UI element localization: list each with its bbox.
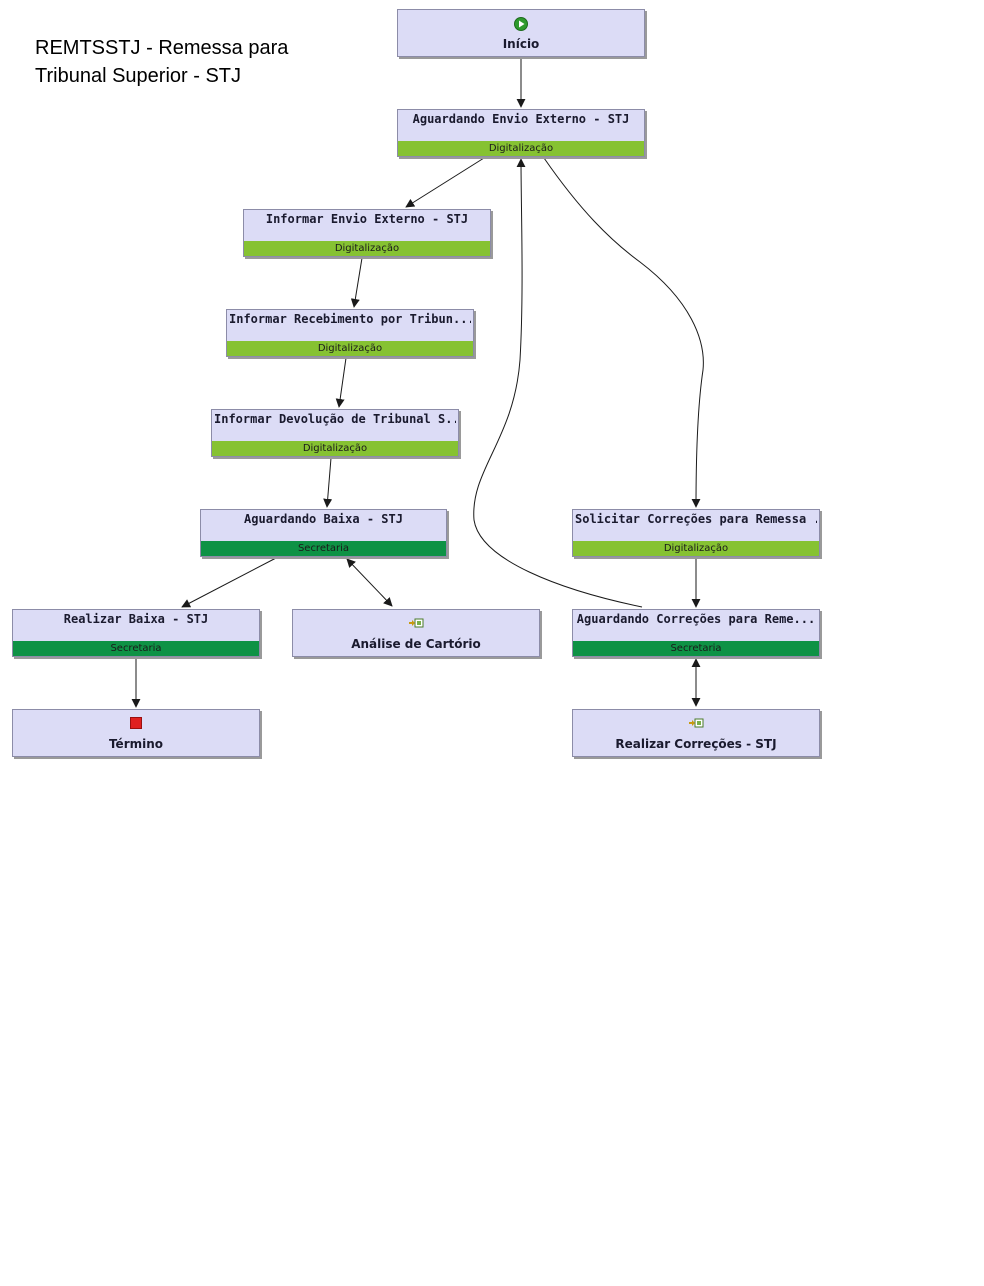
node-realizar-baixa-label: Realizar Baixa - STJ (63, 612, 209, 626)
node-analise-cartorio[interactable]: Análise de Cartório (292, 609, 540, 657)
lane-digitalizacao-band: Digitalização (573, 541, 819, 556)
lane-digitalizacao-band: Digitalização (244, 241, 490, 256)
node-aguardando-baixa-label: Aguardando Baixa - STJ (244, 512, 403, 526)
node-informar-envio-externo-label: Informar Envio Externo - STJ (265, 212, 469, 226)
lane-secretaria-band: Secretaria (13, 641, 259, 656)
play-icon (514, 17, 528, 31)
node-termino-label: Término (108, 737, 164, 751)
node-analise-cartorio-label: Análise de Cartório (351, 637, 481, 651)
diagram-title-line-2: Tribunal Superior - STJ (35, 65, 241, 87)
node-termino[interactable]: Término (12, 709, 260, 757)
lane-secretaria-band: Secretaria (573, 641, 819, 656)
edge-informar-envio-to-informar-recebimento (350, 257, 363, 308)
node-informar-devolucao[interactable]: Informar Devolução de Tribunal S... Digi… (211, 409, 459, 457)
node-inicio[interactable]: Início (397, 9, 645, 57)
node-aguardando-envio-externo-label: Aguardando Envio Externo - STJ (412, 112, 630, 126)
edge-aguardando-baixa-to-realizar-baixa (181, 557, 277, 608)
edge-aguardando-baixa-analise-cartorio (346, 558, 393, 607)
subprocess-icon (689, 718, 704, 728)
node-solicitar-correcoes-label: Solicitar Correções para Remessa ... (575, 512, 817, 526)
node-inicio-label: Início (502, 37, 540, 51)
node-aguardando-correcoes-label: Aguardando Correções para Reme... (576, 612, 816, 626)
lane-digitalizacao-band: Digitalização (212, 441, 458, 456)
subprocess-icon (409, 618, 424, 628)
edge-aguardando-correcoes-to-aguardando-envio (473, 158, 643, 608)
diagram-title: REMTSSTJ - Remessa para Tribunal Superio… (35, 34, 335, 90)
node-informar-devolucao-label: Informar Devolução de Tribunal S... (214, 412, 456, 426)
node-aguardando-correcoes[interactable]: Aguardando Correções para Reme... Secret… (572, 609, 820, 657)
stop-icon (130, 717, 142, 729)
edge-aguardando-envio-to-informar-envio (405, 157, 485, 208)
node-realizar-correcoes-label: Realizar Correções - STJ (615, 737, 777, 751)
edge-informar-recebimento-to-informar-devolucao (335, 357, 347, 408)
lane-secretaria-band: Secretaria (201, 541, 446, 556)
node-realizar-correcoes[interactable]: Realizar Correções - STJ (572, 709, 820, 757)
node-aguardando-baixa[interactable]: Aguardando Baixa - STJ Secretaria (200, 509, 447, 557)
node-aguardando-envio-externo[interactable]: Aguardando Envio Externo - STJ Digitaliz… (397, 109, 645, 157)
diagram-title-line-1: REMTSSTJ - Remessa para (35, 37, 289, 59)
node-realizar-baixa[interactable]: Realizar Baixa - STJ Secretaria (12, 609, 260, 657)
node-informar-envio-externo[interactable]: Informar Envio Externo - STJ Digitalizaç… (243, 209, 491, 257)
lane-digitalizacao-band: Digitalização (227, 341, 473, 356)
node-solicitar-correcoes[interactable]: Solicitar Correções para Remessa ... Dig… (572, 509, 820, 557)
edge-aguardando-envio-to-solicitar-correcoes (543, 157, 704, 508)
edge-informar-devolucao-to-aguardando-baixa (323, 457, 333, 508)
lane-digitalizacao-band: Digitalização (398, 141, 644, 156)
node-informar-recebimento[interactable]: Informar Recebimento por Tribun... Digit… (226, 309, 474, 357)
node-informar-recebimento-label: Informar Recebimento por Tribun... (229, 312, 471, 326)
